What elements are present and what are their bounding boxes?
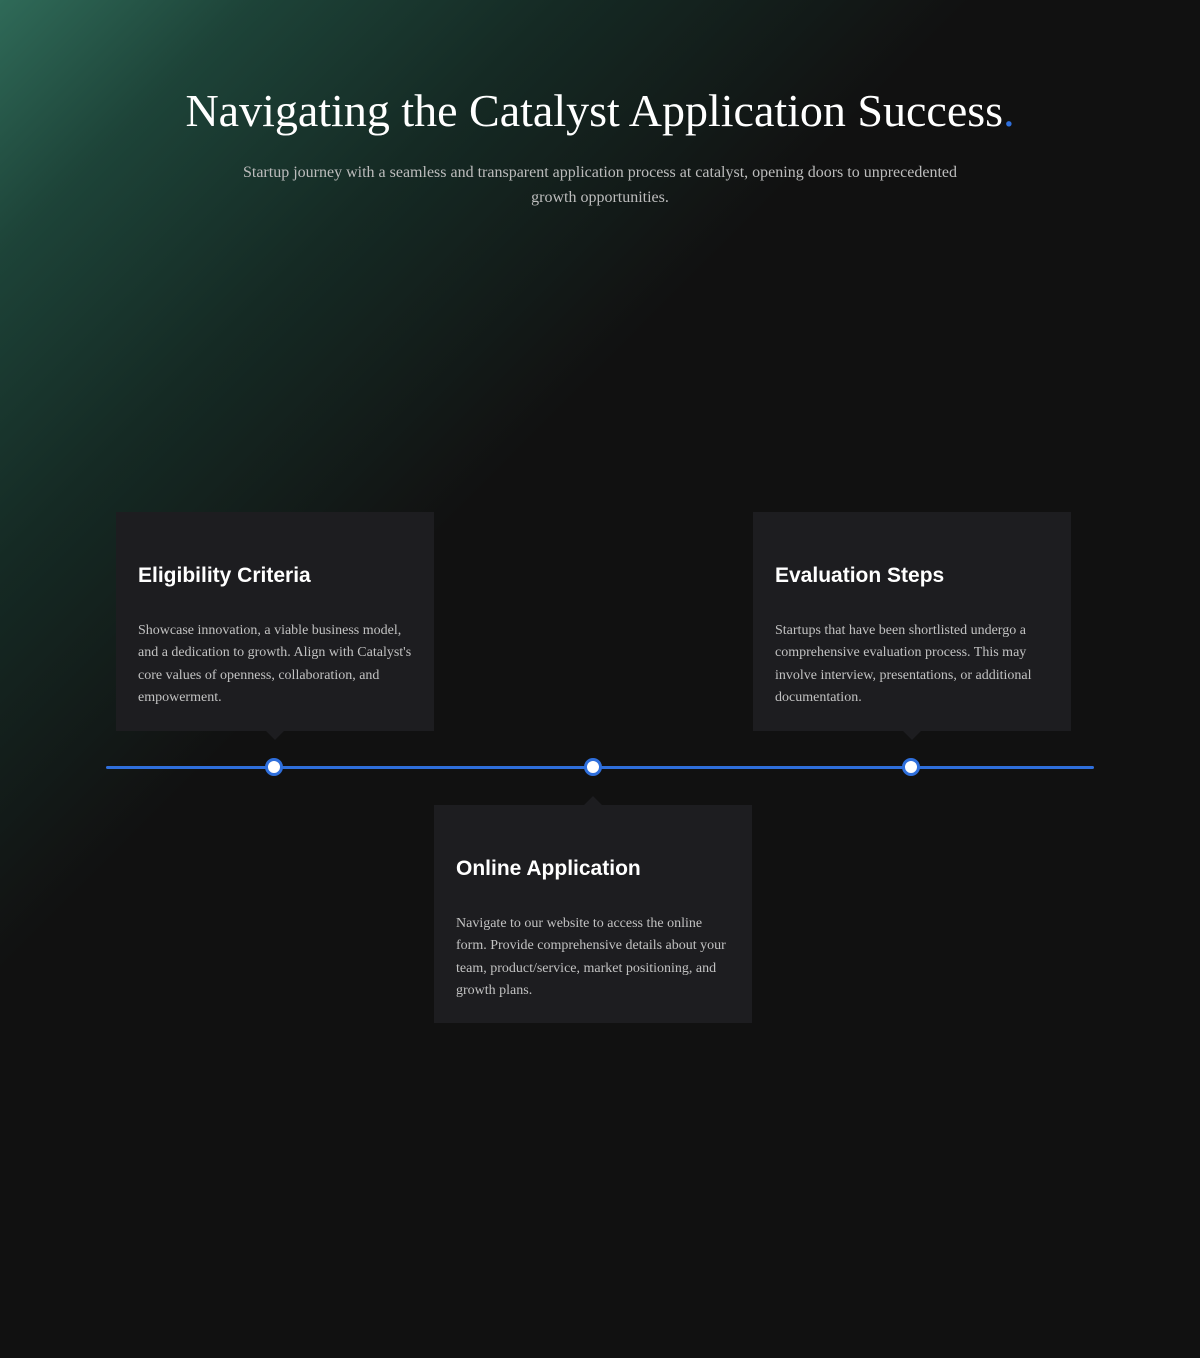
step-title: Online Application	[456, 857, 641, 880]
timeline-node-eligibility[interactable]	[265, 758, 283, 776]
card-pointer	[903, 731, 921, 740]
step-title: Eligibility Criteria	[138, 564, 311, 587]
step-card-online-application: Online Application Navigate to our websi…	[434, 796, 752, 1023]
page-title: Navigating the Catalyst Application Succ…	[0, 84, 1200, 138]
step-description: Startups that have been shortlisted unde…	[775, 623, 1032, 705]
card-pointer	[584, 796, 602, 805]
page-title-text: Navigating the Catalyst Application Succ…	[185, 85, 1004, 136]
step-title: Evaluation Steps	[775, 564, 945, 587]
timeline-node-evaluation[interactable]	[902, 758, 920, 776]
step-card-eligibility: Eligibility Criteria Showcase innovation…	[116, 512, 434, 740]
step-description: Showcase innovation, a viable business m…	[138, 623, 412, 705]
timeline-node-online-application[interactable]	[584, 758, 602, 776]
title-accent-dot: .	[1003, 85, 1015, 136]
step-card-evaluation: Evaluation Steps Startups that have been…	[753, 512, 1071, 740]
card-pointer	[266, 731, 284, 740]
step-description: Navigate to our website to access the on…	[456, 916, 726, 998]
page-subtitle: Startup journey with a seamless and tran…	[242, 164, 957, 206]
